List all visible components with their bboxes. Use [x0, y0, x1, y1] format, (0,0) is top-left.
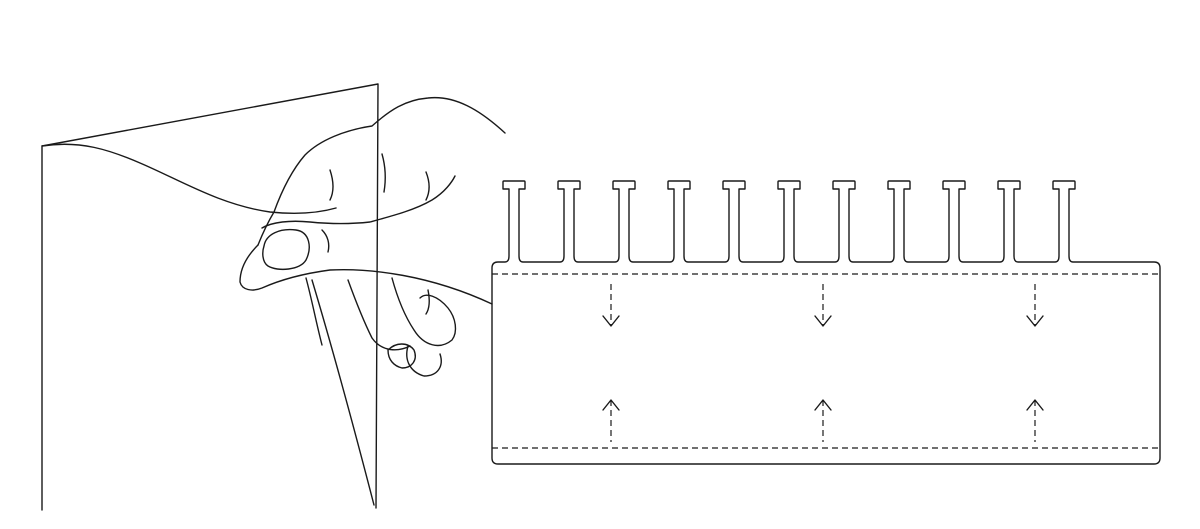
- fold-arrow-up: [602, 399, 620, 442]
- paper-curl-edge: [311, 279, 375, 506]
- paper-fold-edge: [305, 277, 323, 346]
- knuckle-crease-1: [381, 153, 387, 193]
- thumbnail: [262, 228, 310, 271]
- ring-finger: [391, 277, 457, 347]
- thumb-crease: [321, 229, 330, 253]
- fold-arrow-down: [602, 284, 620, 327]
- arrow-head: [602, 315, 620, 327]
- fold-arrows: [602, 284, 1044, 442]
- fold-arrow-up: [1026, 399, 1044, 442]
- thumb-outline: [261, 175, 456, 229]
- paper-back-sheet: [41, 83, 379, 509]
- palm-fold: [425, 289, 431, 315]
- folded-paper: [41, 83, 379, 511]
- fold-arrow-up: [814, 399, 832, 442]
- comb-strip-outline: [491, 180, 1161, 465]
- arrow-head: [1026, 399, 1044, 411]
- index-finger: [239, 244, 493, 305]
- comb-strip: [491, 180, 1161, 465]
- arrow-head: [814, 315, 832, 327]
- arrow-head: [1026, 315, 1044, 327]
- middle-finger: [347, 279, 411, 351]
- fold-arrow-down: [814, 284, 832, 327]
- fold-arrow-down: [1026, 284, 1044, 327]
- hand-back-outline: [257, 96, 506, 246]
- knuckle-crease-2: [329, 169, 334, 201]
- pinky-finger: [406, 345, 442, 377]
- hand: [239, 96, 506, 377]
- paper-front-sheet: [41, 143, 337, 511]
- knuckle-crease-3: [425, 171, 430, 201]
- arrow-head: [814, 399, 832, 411]
- finger-nail: [387, 343, 416, 369]
- arrow-head: [602, 399, 620, 411]
